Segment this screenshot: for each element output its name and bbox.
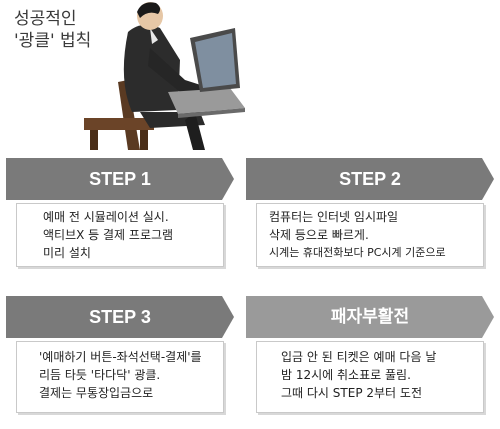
step-3-line-1: '예매하기 버튼-좌석선택-결제'를 — [39, 350, 202, 364]
comeback-arrow-banner — [246, 296, 494, 338]
title-line-1: 성공적인 — [14, 9, 77, 29]
step-3-arrow-banner — [6, 296, 234, 338]
step-2-line-1: 컴퓨터는 인터넷 임시파일 — [269, 210, 399, 224]
title-line-2: '광클' 법칙 — [14, 31, 92, 51]
comeback-card: 패자부활전 입금 안 된 티켓은 예매 다음 날 밤 12시에 취소표로 풀림.… — [246, 296, 494, 421]
step-2-card: STEP 2 컴퓨터는 인터넷 임시파일 삭제 등으로 빠르게. 시계는 휴대전… — [246, 158, 494, 276]
step-2-line-3: 시계는 휴대전화보다 PC시계 기준으로 — [269, 246, 446, 259]
step-3-line-3: 결제는 무통장입금으로 — [39, 386, 154, 400]
step-3-card: STEP 3 '예매하기 버튼-좌석선택-결제'를 리듬 타듯 '타다닥' 광클… — [6, 296, 234, 421]
step-1-line-3: 미리 설치 — [43, 246, 91, 260]
step-1-card: STEP 1 예매 전 시뮬레이션 실시. 액티브X 등 결제 프로그램 미리 … — [6, 158, 234, 276]
comeback-title: 패자부활전 — [330, 307, 410, 327]
comeback-line-3: 그때 다시 STEP 2부터 도전 — [281, 386, 422, 400]
step-3-line-2: 리듬 타듯 '타다닥' 광클. — [39, 368, 161, 382]
step-3-title: STEP 3 — [89, 307, 151, 327]
man-with-laptop-illustration — [84, 2, 245, 150]
comeback-body: 입금 안 된 티켓은 예매 다음 날 밤 12시에 취소표로 풀림. 그때 다시… — [256, 341, 484, 413]
step-2-line-2: 삭제 등으로 빠르게. — [269, 228, 369, 242]
comeback-line-2: 밤 12시에 취소표로 풀림. — [281, 368, 411, 382]
step-2-body: 컴퓨터는 인터넷 임시파일 삭제 등으로 빠르게. 시계는 휴대전화보다 PC시… — [256, 203, 484, 267]
comeback-line-1: 입금 안 된 티켓은 예매 다음 날 — [281, 350, 437, 364]
page-title: 성공적인 '광클' 법칙 — [14, 8, 91, 52]
step-1-body: 예매 전 시뮬레이션 실시. 액티브X 등 결제 프로그램 미리 설치 — [16, 203, 224, 267]
step-3-body: '예매하기 버튼-좌석선택-결제'를 리듬 타듯 '타다닥' 광클. 결제는 무… — [16, 341, 224, 413]
step-1-line-2: 액티브X 등 결제 프로그램 — [43, 228, 174, 242]
step-1-line-1: 예매 전 시뮬레이션 실시. — [43, 210, 169, 224]
step-2-arrow-banner — [246, 158, 494, 200]
step-1-title: STEP 1 — [89, 169, 151, 189]
step-1-arrow-banner — [6, 158, 234, 200]
step-2-title: STEP 2 — [339, 169, 401, 189]
